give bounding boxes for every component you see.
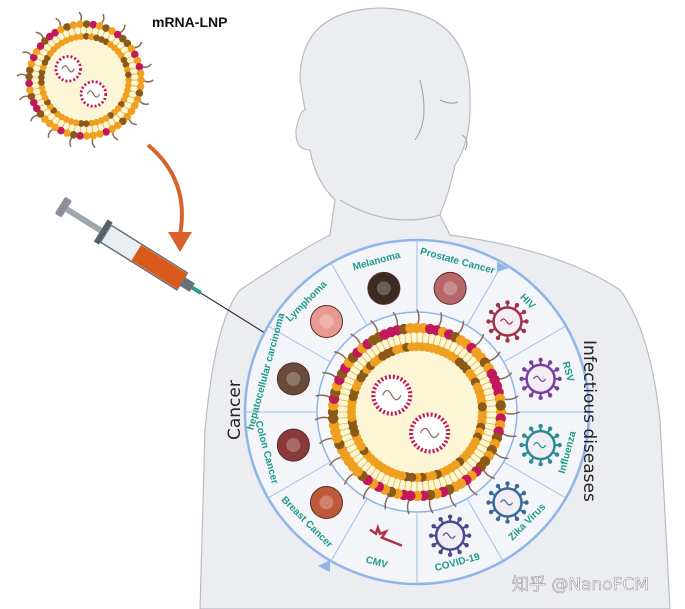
melanoma-icon: [367, 271, 401, 305]
infectious-group-label: Infectious diseases: [579, 340, 599, 502]
lymphoma-cell-icon: [309, 304, 343, 338]
segment-dividers: [245, 240, 589, 584]
segment-icons: [276, 271, 562, 557]
face-details: [414, 79, 468, 151]
segment-divider: [503, 325, 567, 363]
mrna-lnp-particle: [16, 11, 154, 149]
segment-divider: [267, 461, 331, 499]
cmv-icon: [369, 523, 403, 547]
clockwise-arrow-head-icon: [497, 262, 509, 272]
segment-divider: [466, 498, 504, 562]
breast-tumor-icon: [309, 486, 343, 520]
influenza-virus-icon: [519, 423, 562, 467]
segment-divider: [267, 325, 331, 363]
lnp-title: mRNA-LNP: [152, 14, 227, 30]
counter-arrow-head-icon: [318, 560, 330, 572]
central-lnp-particle: [314, 309, 520, 515]
zika-virus-icon: [486, 481, 529, 524]
segment-divider: [466, 262, 504, 326]
liver-tumor-icon: [276, 362, 310, 396]
cancer-group-label: Cancer: [225, 380, 245, 440]
segment-divider: [330, 262, 368, 326]
colon-tumor-icon: [276, 428, 310, 462]
curved-arrow-icon: [146, 143, 192, 252]
segment-label: RSV: [560, 360, 576, 383]
hiv-virus-icon: [486, 300, 529, 343]
covid-virus-icon: [428, 514, 472, 557]
syringe-icon: [55, 197, 264, 333]
segment-divider: [330, 498, 368, 562]
prostate-icon: [433, 271, 467, 305]
watermark: 知乎 @NanoFCM: [512, 575, 649, 595]
rsv-virus-icon: [519, 357, 562, 401]
segment-divider: [503, 461, 567, 499]
